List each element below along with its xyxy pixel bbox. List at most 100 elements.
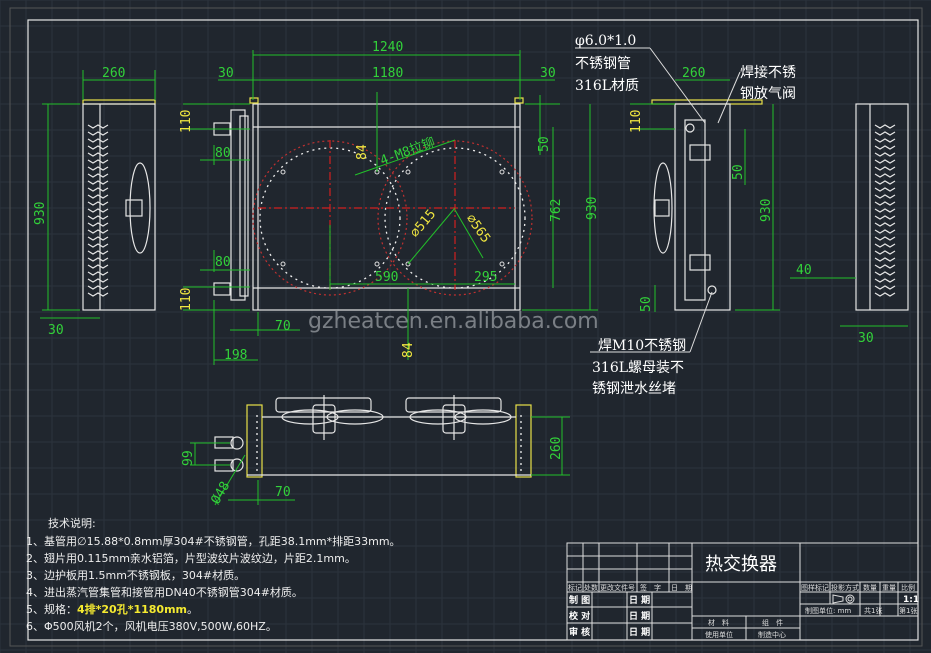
callouts: φ6.0*1.0 不锈钢管 316L材质 焊接不锈 钢放气阀 焊M10不锈钢 3… [575, 33, 796, 397]
dim-fan-edge: 295 [474, 270, 497, 285]
note-4: 4、进出蒸汽管集管和接管用DN40不锈钢管304#材质。 [26, 585, 303, 599]
technical-notes: 技术说明: 1、基管用∅15.88*0.8mm厚304#不锈钢管，孔距38.1m… [26, 516, 401, 633]
title-block [566, 542, 919, 641]
dim-width: 260 [682, 66, 705, 81]
dim-far-offset: 40 [796, 263, 812, 278]
dim-pipe-dia: Ø48 [208, 479, 233, 507]
fan-icon [129, 162, 151, 254]
dim-outer-dia: ∅565 [463, 212, 493, 246]
row-approve-date: 日 期 [629, 626, 650, 638]
dim-rivet-top: 84 [355, 144, 370, 160]
fin-zigzag [874, 124, 896, 297]
drain-callout-line1: 焊M10不锈钢 [598, 338, 686, 354]
dim-pipe-offset: 70 [275, 485, 291, 500]
title-block-text: 热交换器 标记 处数 更改文件号 签 字 日 期 制 图 日 期 校 对 日 期… [568, 554, 919, 639]
dim-bottom: 50 [639, 296, 654, 312]
dim-far-bottom: 30 [858, 331, 874, 346]
scale-value: 1:1 [903, 595, 919, 605]
drawing-title: 热交换器 [705, 554, 777, 575]
spec-value: 4排*20孔*1180mm [77, 602, 187, 616]
dim-overall-length: 1240 [372, 40, 403, 55]
spec-end: 。 [187, 603, 198, 616]
unit-label: 制图单位: mm [805, 606, 851, 615]
dim-inner-height: 762 [549, 199, 564, 222]
drain-callout-line3: 锈钢泄水丝堵 [592, 381, 676, 397]
fan-icon [214, 395, 512, 472]
drain-plug-icon [707, 285, 717, 295]
outer-frame [9, 7, 923, 647]
dim-right-top: 50 [537, 136, 552, 152]
rivet-label: 4-M8拉铆 [378, 135, 437, 169]
header-change-doc: 更改文件号 [600, 583, 635, 592]
header-mark: 标记 [568, 583, 582, 592]
row-check-date: 日 期 [629, 610, 650, 622]
row-draw-label: 制 图 [569, 594, 590, 606]
fin-pattern [874, 124, 896, 297]
note-5: 5、规格：4排*20孔*1180mm。 [26, 602, 198, 616]
center-label: 制造中心 [758, 630, 786, 639]
dim-right-top: 50 [731, 164, 746, 180]
row-draw-date: 日 期 [629, 594, 650, 606]
dim-bottom: 30 [48, 323, 64, 338]
note-6: 6、Φ500风机2个，风机电压380V,500W,60HZ。 [26, 619, 277, 633]
right-side-view: 260 110 50 50 930 40 30 [629, 66, 909, 346]
dim-pipe-pitch: 99 [181, 450, 196, 466]
dim-edge-left: 30 [218, 66, 234, 81]
dim-pipe-offset: 70 [275, 319, 291, 334]
notes-title: 技术说明: [48, 516, 96, 530]
dim-inner-dia: ∅515 [408, 207, 440, 241]
inner-frame [27, 19, 919, 641]
dim-core-length: 1180 [372, 66, 403, 81]
vent-callout-line2: 钢放气阀 [740, 86, 796, 102]
dim-pipe-lower: 80 [215, 255, 231, 270]
tube-callout-line1: φ6.0*1.0 [575, 33, 636, 49]
dim-depth: 260 [549, 437, 564, 460]
fin-zigzag [87, 124, 109, 297]
sheet-number: 第1张 [899, 606, 917, 615]
header-manifold [230, 109, 246, 301]
dim-pipe-upper: 80 [215, 146, 231, 161]
vent-valve-icon [685, 123, 695, 133]
row-check-label: 校 对 [569, 610, 590, 622]
note-1: 1、基管用∅15.88*0.8mm厚304#不锈钢管，孔距38.1mm*排距33… [26, 534, 401, 548]
user-label: 使用单位 [705, 630, 733, 639]
rh-quantity: 数量 [863, 583, 877, 592]
header-sign: 签 字 [640, 583, 661, 592]
header-count: 处数 [584, 583, 598, 592]
dim-height: 930 [33, 202, 48, 225]
rh-projection: 投影方式 [831, 583, 859, 592]
material-label: 材 料 [708, 618, 729, 627]
vent-callout-line1: 焊接不锈 [740, 64, 796, 81]
part-label: 组 件 [762, 618, 783, 627]
tube-callout-line2: 不锈钢管 [575, 56, 631, 72]
spec-label: 5、规格： [26, 602, 77, 616]
bottom-view: 99 Ø48 70 260 [181, 395, 570, 507]
header-date: 日 期 [671, 584, 692, 592]
far-side-panel [855, 103, 909, 311]
dim-rivet-bottom: 84 [401, 342, 416, 358]
dim-width: 260 [102, 66, 125, 81]
dim-edge-right: 30 [540, 66, 556, 81]
dim-bottom-offset: 110 [179, 288, 194, 311]
dim-height: 930 [585, 197, 600, 220]
dim-fan-pitch: 590 [375, 270, 398, 285]
dim-top-offset: 110 [179, 110, 194, 133]
dim-flange: 198 [224, 348, 247, 363]
dim-height: 930 [759, 199, 774, 222]
left-side-view: 260 930 30 [33, 66, 156, 338]
note-2: 2、翅片用0.115mm亲水铝箔，片型波纹片波纹边，片距2.1mm。 [26, 551, 356, 565]
fin-pattern [87, 124, 109, 297]
fan-icon [653, 162, 673, 254]
tube-callout-line3: 316L材质 [575, 78, 639, 94]
dim-top: 110 [629, 110, 644, 133]
outlet-pipe [213, 282, 231, 296]
watermark: gzheatcen.en.alibaba.com [308, 309, 599, 334]
projection-symbol-icon [832, 594, 855, 604]
sheets-total: 共1张 [864, 606, 882, 615]
note-3: 3、边护板用1.5mm不锈钢板，304#材质。 [26, 568, 245, 582]
drain-callout-line2: 316L螺母装不 [592, 360, 684, 376]
rh-weight: 重量 [882, 584, 896, 592]
rh-scale: 比例 [901, 583, 915, 592]
rh-pattern-mark: 图样标记 [801, 583, 829, 592]
